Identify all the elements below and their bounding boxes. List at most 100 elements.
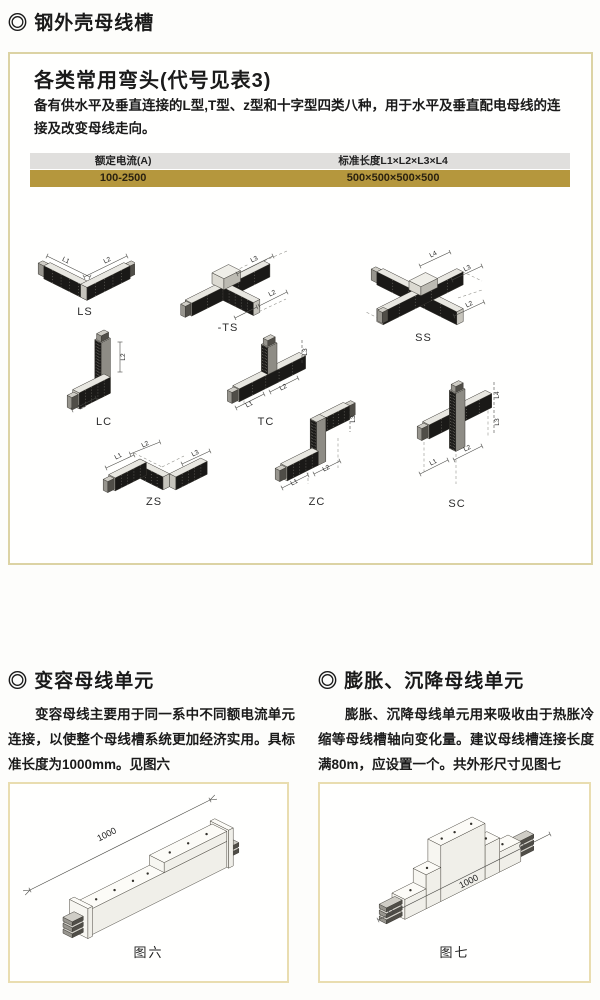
elbow-code-label: ZC [308,496,326,508]
iso-face [80,262,131,288]
spec-table-value-row: 100-2500 500×500×500×500 [30,170,570,187]
dim-label: L1 [245,400,255,410]
table-cell-rated-current: 100-2500 [99,172,147,184]
bolt-dot [425,866,429,870]
dim-tick [262,391,266,397]
dim-label: L2 [465,300,475,310]
iso-face [408,272,438,287]
dim-label: 1000 [95,825,117,843]
dim-line [451,265,483,281]
dim-tick [208,448,212,454]
bolt-dot [113,888,116,892]
dim-label: L2 [141,440,151,450]
iso-face [209,818,234,831]
iso-face [262,334,276,341]
dim-tick [480,443,484,449]
bolt-dot [94,898,98,901]
dim-label: L3 [302,348,309,356]
iso-face [267,342,278,375]
bolt-dot [469,822,473,826]
dim-label: L1 [61,256,71,266]
elbow-code-label: LS [77,306,93,318]
capacity-change-title: ◎ 变容母线单元 [8,671,155,692]
dim-tick [235,271,239,277]
dim-label: L2 [279,383,289,393]
dim-tick [255,304,259,310]
dim-tick [376,917,380,923]
dim-tick [45,253,49,259]
dim-label: L2 [103,256,113,266]
dim-line [269,377,299,393]
guide-dash [365,311,385,322]
dim-label: L1 [241,303,251,313]
dim-line [83,255,128,278]
dim-line [71,397,97,411]
elbow-section-title: 各类常用弯头(代号见表3) [34,70,272,92]
dim-label: L2 [268,289,278,299]
dim-line [129,441,161,455]
dim-tick [285,289,289,295]
iso-face [416,422,429,429]
iso-face [274,464,287,471]
dim-line [419,459,449,475]
dim-tick [104,465,108,471]
table-header-standard-length: 标准长度L1×L2×L3×L4 [338,155,448,167]
dim-label: L3 [191,449,201,459]
dim-tick [268,389,272,395]
dim-label: L2 [322,464,332,474]
section-capacity-change: ◎ 变容母线单元 变容母线主要用于同一系中不同额电流单元连接，以使整个母线槽系统… [8,666,295,777]
iso-face [377,307,389,313]
figure-seven-caption: 图七 [439,945,470,960]
dim-tick [446,457,450,463]
dim-tick [480,263,484,269]
table-cell-standard-length: 500×500×500×500 [346,172,440,184]
dim-arrow [209,794,216,801]
dim-circle [519,843,525,849]
dim-tick [452,457,456,463]
dim-tick [257,303,261,309]
bolt-dot [186,842,190,845]
dim-label: L1 [429,458,439,468]
expansion-settlement-title: ◎ 膨胀、沉降母线单元 [318,671,525,692]
iso-face [280,447,319,468]
dim-tick [280,485,284,491]
dim-tick [88,274,92,280]
guide-dash [263,250,288,262]
bolt-dot [131,879,135,883]
iso-face [309,414,327,423]
dim-tick [233,315,237,320]
bolt-dot [146,872,149,875]
dim-line [29,799,211,891]
figure-six-panel: 1000 图六 [8,782,289,983]
dim-label: L1 [290,478,300,488]
elbow-section-panel: 各类常用弯头(代号见表3) 备有供水平及垂直连接的L型,T型、z型和十字型四类八… [8,52,593,565]
iso-face [69,896,93,909]
dim-tick [312,471,316,477]
dim-line [281,474,309,489]
iso-face [227,386,239,393]
iso-face [180,301,192,307]
dim-tick [452,313,456,319]
iso-face [108,458,147,479]
guide-dash [456,268,483,282]
dim-tick [548,831,552,837]
dim-label: L2 [120,353,127,361]
bolt-dot [205,832,208,836]
bolt-dot [501,843,504,846]
iso-face [102,475,115,482]
dim-tick [450,277,454,283]
dim-tick [448,250,452,255]
page-title: ◎ 钢外壳母线槽 [8,13,155,34]
